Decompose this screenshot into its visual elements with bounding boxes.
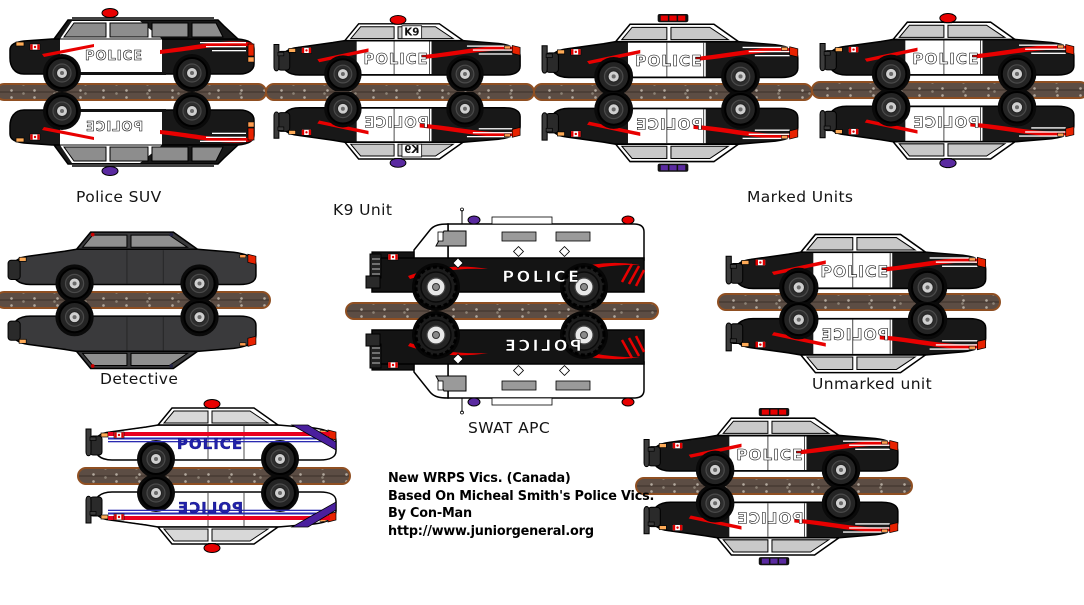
credits-block: New WRPS Vics. (Canada) Based On Micheal… [388, 470, 654, 540]
swat-apc-bottom-sprite: POLICE [352, 311, 652, 416]
deck-light [169, 232, 174, 237]
canada-flag-icon [301, 128, 312, 136]
roof-light [389, 14, 407, 26]
police-suv-bottom-sprite: POLICE [2, 92, 260, 176]
unit-marked-1: POLICE POLICE [533, 12, 813, 172]
canada-flag-icon [387, 361, 399, 369]
canada-flag-icon [387, 253, 399, 261]
police-marking-text: POLICE [736, 509, 803, 527]
police-marking-text: POLICE [635, 116, 703, 134]
deck-light [169, 364, 174, 368]
credits-url: http://www.juniorgeneral.org [388, 522, 594, 539]
police-marking-text: POLICE [502, 336, 581, 355]
unmarked-top-sprite: POLICE [725, 222, 994, 305]
k9-top-sprite: K9 POLICE [273, 14, 528, 91]
caption-police-suv: Police SUV [76, 188, 162, 206]
roof-lightbar [758, 557, 790, 566]
unit-police-suv: POLICE POLICE [0, 6, 267, 178]
caption-marked-units: Marked Units [747, 188, 854, 206]
roof-light [389, 157, 407, 168]
canada-flag-icon [570, 48, 582, 56]
k9-bottom-sprite: K9 POLICE [273, 92, 528, 168]
caption-detective: Detective [100, 370, 179, 388]
marked-1-top-sprite: POLICE [541, 14, 806, 94]
caption-unmarked-unit: Unmarked unit [812, 375, 933, 393]
unit-detective [0, 220, 271, 381]
dash-light [90, 232, 95, 237]
wrps-cruiser-bottom-sprite: POLICE [85, 476, 344, 553]
k9-badge: K9 [401, 25, 423, 39]
marked-1-bottom-sprite: POLICE [541, 92, 806, 172]
police-suv-top-sprite: POLICE [2, 8, 260, 92]
canada-flag-icon [113, 513, 125, 521]
police-marking-text: POLICE [364, 51, 429, 68]
roof-light [939, 13, 957, 24]
canada-flag-icon [754, 340, 767, 349]
canada-flag-icon [671, 442, 684, 450]
marked-3-top-sprite: POLICE [643, 408, 906, 487]
marked-2-bottom-sprite: POLICE [819, 90, 1082, 169]
wrps-cruiser-top-sprite: POLICE [85, 399, 344, 476]
police-marking-text: POLICE [364, 115, 429, 132]
canada-flag-icon [301, 46, 312, 54]
detective-top-sprite [2, 220, 264, 301]
roof-light [101, 8, 119, 19]
unit-wrps-cruiser: POLICE POLICE [77, 396, 351, 556]
police-marking-text: POLICE [912, 113, 979, 131]
canada-flag-icon [113, 431, 125, 439]
roof-light [203, 542, 221, 553]
police-marking-text: POLICE [736, 446, 803, 464]
canada-flag-icon [847, 46, 860, 54]
credits-title: New WRPS Vics. (Canada) [388, 470, 571, 486]
police-marking-text: POLICE [85, 120, 143, 135]
police-marking-text: POLICE [177, 499, 243, 517]
police-marking-text: POLICE [821, 326, 890, 344]
canada-flag-icon [29, 43, 41, 51]
canada-flag-icon [671, 524, 684, 532]
police-marking-text: POLICE [85, 49, 143, 64]
police-marking-text: POLICE [821, 263, 890, 281]
unit-marked-3: POLICE POLICE [635, 406, 913, 566]
caption-k9-unit: K9 Unit [333, 201, 393, 219]
roof-light [203, 399, 221, 410]
caption-swat-apc: SWAT APC [468, 419, 551, 437]
police-marking-text: POLICE [912, 50, 979, 68]
police-marking-text: POLICE [635, 52, 703, 70]
detective-bottom-sprite [2, 300, 264, 381]
k9-badge: K9 [401, 143, 423, 158]
roof-lightbar [657, 163, 689, 172]
credits-based-on: Based On Micheal Smith's Police Vics. [388, 487, 655, 504]
marked-2-top-sprite: POLICE [819, 13, 1082, 91]
canada-flag-icon [754, 258, 767, 267]
canada-flag-icon [847, 128, 860, 136]
unit-marked-2: POLICE POLICE [811, 10, 1084, 170]
roof-lightbar [657, 14, 689, 23]
unit-swat-apc: POLICE POLICE [345, 206, 659, 416]
unit-unmarked: POLICE POLICE [717, 222, 1001, 385]
swat-apc-top-sprite: POLICE [352, 206, 652, 311]
roof-light [101, 165, 119, 176]
roof-lightbar [758, 408, 790, 417]
unmarked-bottom-sprite: POLICE [725, 302, 994, 385]
marked-3-bottom-sprite: POLICE [643, 486, 906, 566]
svg-text:K9: K9 [404, 144, 419, 156]
unit-k9: K9 POLICE K9 POLICE [265, 12, 535, 172]
credits-author: By Con-Man [388, 505, 472, 521]
canada-flag-icon [570, 130, 582, 138]
roof-light [939, 157, 957, 169]
dash-light [90, 364, 95, 368]
svg-text:K9: K9 [404, 27, 419, 39]
police-marking-text: POLICE [177, 435, 243, 453]
canada-flag-icon [29, 133, 41, 141]
police-marking-text: POLICE [502, 267, 581, 286]
